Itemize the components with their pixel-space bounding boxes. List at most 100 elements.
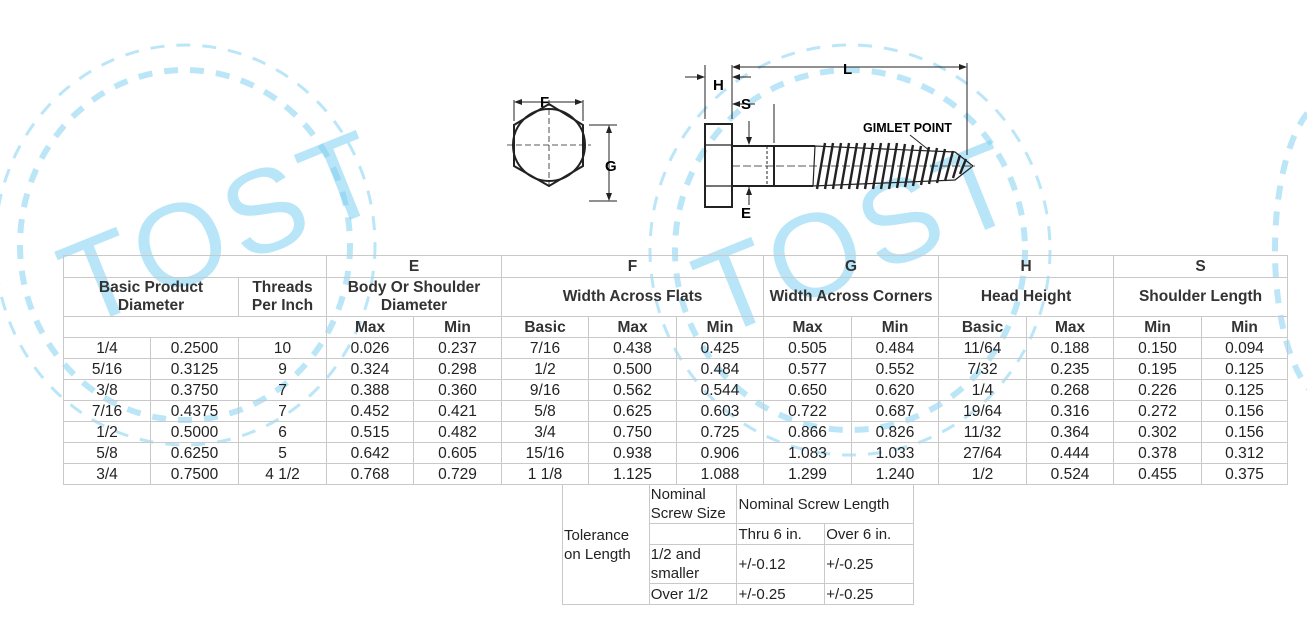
cell-body-min: 0.237 [413, 337, 503, 359]
cell-threads-per-inch: 7 [237, 379, 328, 401]
label-e: E [741, 205, 751, 222]
cell-head-max: 0.364 [1026, 421, 1115, 443]
header-body-shoulder-diameter: Body Or Shoulder Diameter [326, 277, 503, 317]
screw-threads [815, 142, 968, 190]
cell-diameter-decimal: 0.2500 [150, 337, 239, 359]
cell-flats-max: 0.938 [588, 442, 678, 464]
label-h: H [713, 77, 724, 94]
cell-corners-min: 0.826 [851, 421, 940, 443]
cell-corners-min: 0.484 [851, 337, 940, 359]
cell-corners-max: 1.299 [763, 463, 853, 485]
tol-over: +/-0.25 [824, 583, 914, 605]
sub-header-h-max: Max [1026, 316, 1115, 338]
cell-head-basic: 1/2 [938, 463, 1028, 485]
cell-flats-max: 0.750 [588, 421, 678, 443]
header-shoulder-length: Shoulder Length [1113, 277, 1289, 317]
sub-header-s-min-2: Min [1201, 316, 1289, 338]
cell-diameter-decimal: 0.5000 [150, 421, 239, 443]
dimension-lines [685, 63, 968, 205]
tol-size: 1/2 and smaller [648, 544, 738, 584]
cell-shoulder-min-2: 0.375 [1201, 463, 1289, 485]
label-g: G [605, 158, 617, 175]
cell-flats-basic: 7/16 [501, 337, 590, 359]
cell-threads-per-inch: 6 [237, 421, 328, 443]
cell-head-basic: 7/32 [938, 358, 1028, 380]
cell-diameter-fraction: 5/16 [63, 358, 151, 380]
tol-subheader-row: Thru 6 in. Over 6 in. [563, 523, 914, 545]
cell-flats-min: 1.088 [676, 463, 765, 485]
sub-header-row: Max Min Basic Max Min Max Min Basic Max … [62, 316, 1289, 338]
sub-header-s-min-1: Min [1113, 316, 1203, 338]
tol-length-header: Nominal Screw Length [736, 484, 914, 524]
cell-threads-per-inch: 7 [237, 400, 328, 422]
cell-flats-basic: 1/2 [501, 358, 590, 380]
cell-diameter-decimal: 0.6250 [150, 442, 239, 464]
letter-header-h: H [938, 255, 1115, 278]
cell-shoulder-min-1: 0.272 [1113, 400, 1203, 422]
cell-body-max: 0.324 [326, 358, 415, 380]
lag-screw-spec-table: E F G H S Basic Product Diameter Threads… [62, 255, 1289, 485]
group-header-row: Basic Product Diameter Threads Per Inch … [63, 277, 1289, 317]
cell-flats-max: 0.625 [588, 400, 678, 422]
cell-diameter-fraction: 3/4 [63, 463, 151, 485]
label-f: F [540, 94, 549, 111]
cell-flats-max: 0.438 [588, 337, 678, 359]
cell-corners-max: 0.650 [763, 379, 853, 401]
cell-corners-max: 0.505 [763, 337, 853, 359]
cell-threads-per-inch: 10 [237, 337, 328, 359]
tol-row: 1/2 and smaller +/-0.12 +/-0.25 [563, 544, 914, 584]
cell-head-basic: 27/64 [938, 442, 1028, 464]
cell-flats-basic: 15/16 [501, 442, 590, 464]
label-l: L [843, 61, 852, 78]
cell-head-max: 0.188 [1026, 337, 1115, 359]
tol-row: Over 1/2 +/-0.25 +/-0.25 [563, 583, 914, 605]
cell-body-min: 0.298 [413, 358, 503, 380]
cell-head-max: 0.444 [1026, 442, 1115, 464]
cell-corners-max: 0.866 [763, 421, 853, 443]
cell-shoulder-min-1: 0.195 [1113, 358, 1203, 380]
cell-diameter-fraction: 1/2 [63, 421, 151, 443]
cell-body-max: 0.026 [326, 337, 415, 359]
letter-header-row: E F G H S [62, 255, 1289, 278]
tol-size: Over 1/2 [648, 583, 738, 605]
cell-head-max: 0.316 [1026, 400, 1115, 422]
cell-body-min: 0.482 [413, 421, 503, 443]
label-gimlet-point: GIMLET POINT [863, 121, 952, 135]
cell-body-max: 0.642 [326, 442, 415, 464]
cell-head-basic: 11/32 [938, 421, 1028, 443]
cell-head-max: 0.235 [1026, 358, 1115, 380]
letter-header-s: S [1113, 255, 1289, 278]
cell-body-min: 0.729 [413, 463, 503, 485]
cell-shoulder-min-2: 0.094 [1201, 337, 1289, 359]
tol-subheader-blank [648, 523, 738, 545]
cell-body-min: 0.421 [413, 400, 503, 422]
cell-body-max: 0.768 [326, 463, 415, 485]
letter-header-g: G [763, 255, 940, 278]
cell-threads-per-inch: 4 1/2 [237, 463, 328, 485]
cell-diameter-decimal: 0.3750 [150, 379, 239, 401]
cell-corners-min: 0.552 [851, 358, 940, 380]
cell-flats-max: 0.562 [588, 379, 678, 401]
header-threads-per-inch: Threads Per Inch [237, 277, 328, 317]
cell-body-min: 0.605 [413, 442, 503, 464]
cell-flats-min: 0.425 [676, 337, 765, 359]
header-width-across-corners: Width Across Corners [763, 277, 940, 317]
cell-diameter-fraction: 1/4 [63, 337, 151, 359]
sub-header-f-basic: Basic [501, 316, 590, 338]
cell-shoulder-min-1: 0.378 [1113, 442, 1203, 464]
cell-corners-max: 1.083 [763, 442, 853, 464]
cell-head-basic: 11/64 [938, 337, 1028, 359]
cell-diameter-decimal: 0.7500 [150, 463, 239, 485]
cell-shoulder-min-1: 0.302 [1113, 421, 1203, 443]
cell-corners-min: 0.620 [851, 379, 940, 401]
cell-flats-basic: 9/16 [501, 379, 590, 401]
cell-corners-max: 0.722 [763, 400, 853, 422]
cell-shoulder-min-2: 0.156 [1201, 400, 1289, 422]
cell-head-max: 0.268 [1026, 379, 1115, 401]
